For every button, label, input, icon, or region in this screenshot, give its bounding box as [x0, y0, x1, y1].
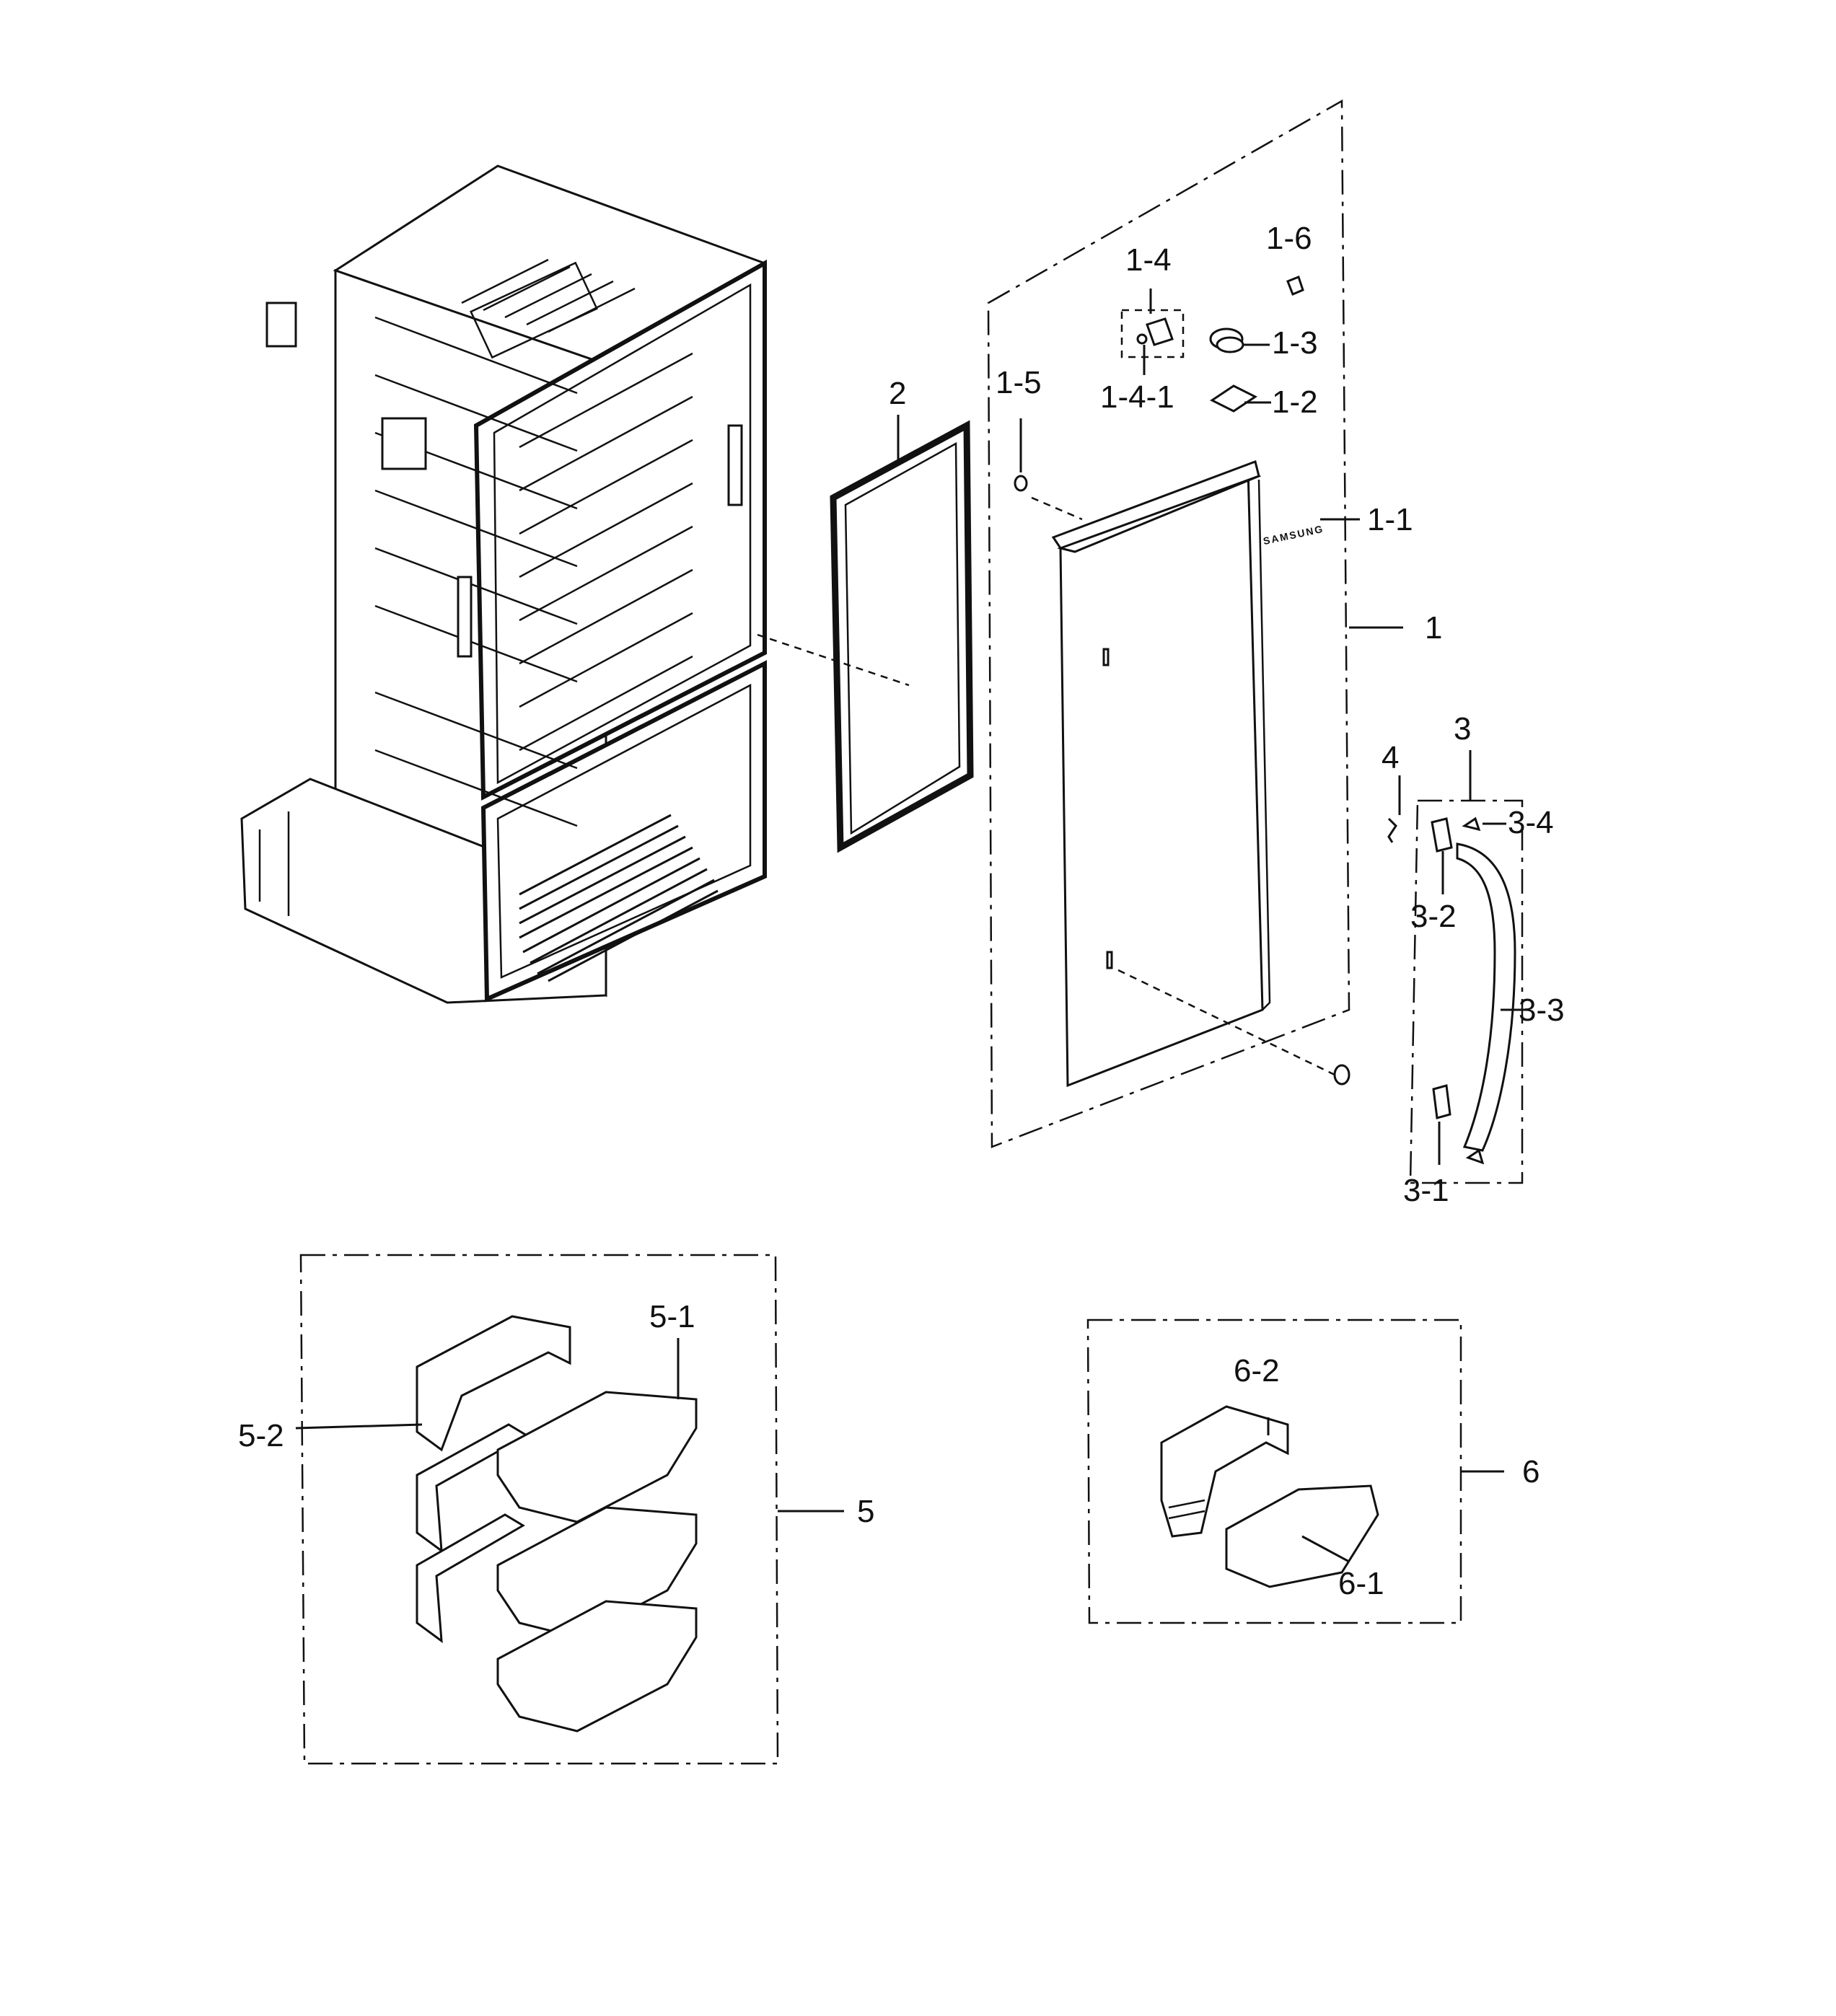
part-1-5-screw [1014, 475, 1028, 492]
hinge-guide-line-top [1031, 496, 1083, 521]
callout-6-1: 6-1 [1338, 1566, 1384, 1601]
dairy-bin-guard [1160, 1405, 1289, 1538]
callout-5: 5 [857, 1494, 874, 1529]
callout-6: 6 [1522, 1454, 1539, 1489]
bin-guards [416, 1315, 571, 1644]
handle-group-boundary [1409, 799, 1524, 1184]
bins-group-boundary [299, 1254, 779, 1765]
door-group-boundary [987, 99, 1350, 1148]
part-1-4-hinge-assembly [1120, 309, 1185, 358]
door-logo: SAMSUNG [1262, 523, 1325, 547]
callout-1-4-1: 1-4-1 [1100, 379, 1174, 415]
callout-3-4: 3-4 [1508, 805, 1554, 840]
bin-trays [496, 1391, 698, 1733]
part-4-screw [1387, 817, 1397, 843]
hinge-guide-line-bottom [1117, 969, 1335, 1076]
refrigerator-cabinet [240, 164, 768, 1004]
callout-5-2: 5-2 [238, 1418, 284, 1453]
callout-4: 4 [1382, 740, 1399, 775]
refrigerator-door [1051, 460, 1271, 1088]
callout-3-1: 3-1 [1403, 1173, 1449, 1208]
callout-3-2: 3-2 [1410, 899, 1457, 934]
callout-1-3: 1-3 [1272, 325, 1318, 361]
callout-1-5: 1-5 [996, 365, 1042, 400]
part-1-6-cap [1286, 276, 1304, 296]
callout-5-1: 5-1 [649, 1299, 695, 1334]
part-3-4-end-cap-top [1462, 816, 1481, 832]
gasket-guide-line [757, 633, 910, 687]
part-3-1-handle-clip-bottom [1432, 1084, 1451, 1119]
callout-1: 1 [1425, 610, 1442, 646]
part-3-4-end-cap-bottom [1465, 1148, 1485, 1165]
door-gasket [830, 420, 974, 853]
dairy-group-boundary [1086, 1319, 1462, 1624]
callout-6-2: 6-2 [1234, 1353, 1280, 1388]
callout-3: 3 [1454, 711, 1471, 747]
door-handle [1456, 842, 1516, 1152]
leader-lines [295, 289, 1526, 1563]
callout-2: 2 [889, 376, 906, 411]
callout-3-3: 3-3 [1519, 992, 1565, 1028]
callout-1-4: 1-4 [1125, 242, 1172, 278]
callout-1-2: 1-2 [1272, 384, 1318, 420]
callout-1-1: 1-1 [1367, 502, 1413, 537]
part-1-2-hinge-bracket [1210, 384, 1257, 413]
part-1-3-hinge-cover [1209, 327, 1244, 353]
part-3-2-handle-clip-top [1431, 817, 1453, 853]
callout-1-6: 1-6 [1266, 221, 1312, 256]
door-bottom-hinge-pin [1333, 1064, 1350, 1086]
